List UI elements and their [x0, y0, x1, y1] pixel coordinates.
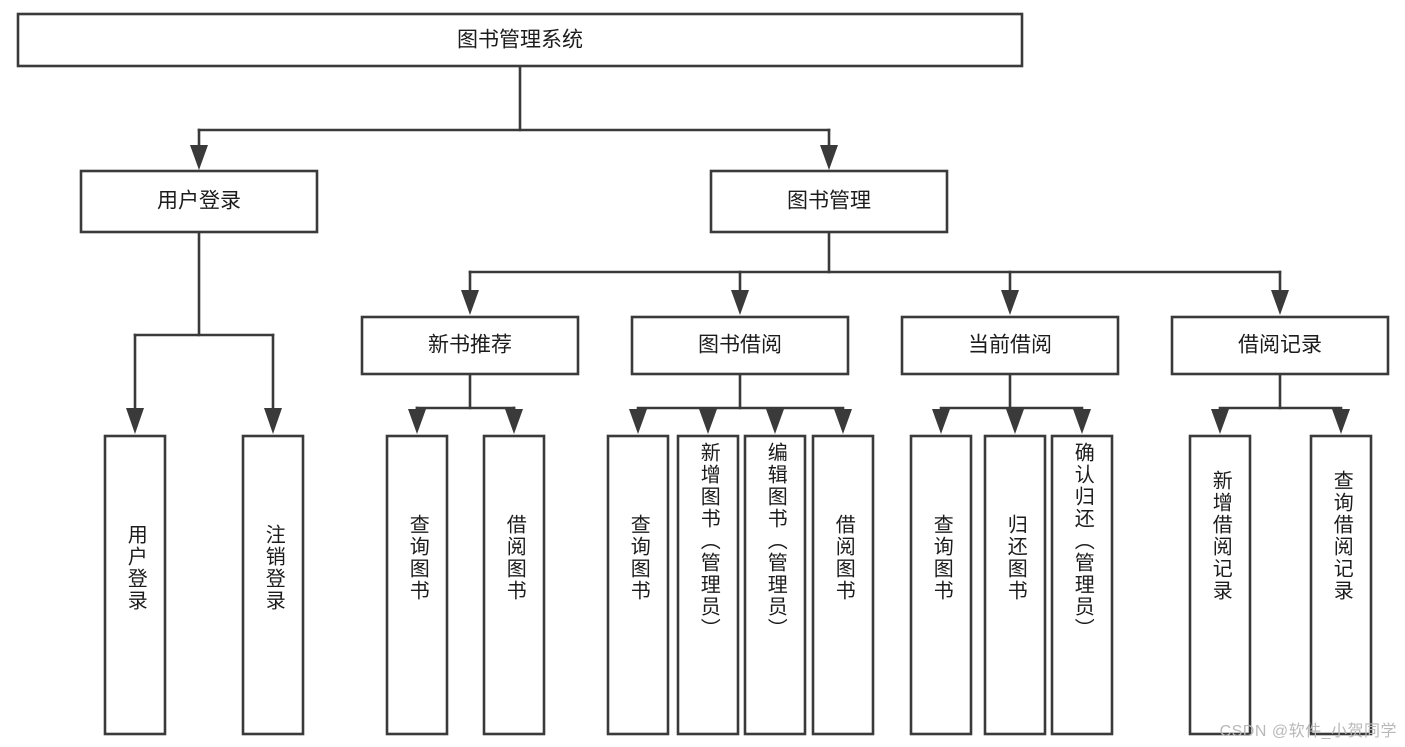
book-borrow-label: 图书借阅	[698, 334, 782, 357]
borrow-record-box[interactable]	[1170, 315, 1390, 376]
leaf-box-layer	[103, 434, 1373, 736]
arrow-to-borrow-record	[1271, 290, 1289, 315]
leaf-box-confirm-return[interactable]	[1050, 434, 1114, 736]
node-book-borrow[interactable]: 图书借阅	[630, 315, 850, 376]
user-login-box[interactable]	[79, 169, 319, 234]
new-book-recommend-box[interactable]	[360, 315, 580, 376]
leaf-box-query-book-1[interactable]	[385, 434, 449, 736]
current-borrow-box[interactable]	[900, 315, 1120, 376]
arrow-to-leaf-query-book-2	[629, 409, 647, 434]
borrow-record-label: 借阅记录	[1238, 334, 1322, 357]
leaf-box-query-book-2[interactable]	[606, 434, 670, 736]
leaf-box-add-book[interactable]	[676, 434, 740, 736]
leaf-box-return-book[interactable]	[983, 434, 1047, 736]
arrow-to-leaf-confirm-return	[1073, 409, 1091, 434]
arrow-to-leaf-borrow-book-2	[834, 409, 852, 434]
arrow-to-leaf-add-record	[1211, 409, 1229, 434]
arrow-to-leaf-query-book-1	[408, 409, 426, 434]
leaf-box-query-book-3[interactable]	[909, 434, 973, 736]
book-management-label: 图书管理	[787, 190, 871, 213]
root-box[interactable]	[16, 12, 1024, 68]
leaf-box-add-record[interactable]	[1188, 434, 1252, 736]
node-book-management[interactable]: 图书管理	[709, 169, 949, 234]
arrow-to-leaf-add-book	[699, 409, 717, 434]
arrow-to-user-login	[190, 145, 208, 170]
arrow-to-book-mgmt	[820, 145, 838, 170]
arrow-to-leaf-logout	[264, 408, 282, 434]
leaf-box-borrow-book-2[interactable]	[811, 434, 875, 736]
arrow-to-current-borrow	[1001, 290, 1019, 315]
node-user-login[interactable]: 用户登录	[79, 169, 319, 234]
leaf-box-edit-book[interactable]	[743, 434, 807, 736]
arrow-to-leaf-user-login	[126, 408, 144, 434]
leaf-box-borrow-book-1[interactable]	[482, 434, 546, 736]
arrow-to-leaf-query-record	[1332, 409, 1350, 434]
root-label: 图书管理系统	[457, 29, 583, 52]
leaf-box-logout[interactable]	[241, 434, 305, 736]
book-borrow-box[interactable]	[630, 315, 850, 376]
new-book-recommend-label: 新书推荐	[428, 334, 512, 357]
arrow-to-book-borrow	[731, 290, 749, 315]
connector-layer	[126, 64, 1350, 434]
arrow-to-leaf-return-book	[1006, 409, 1024, 434]
leaf-box-query-record[interactable]	[1309, 434, 1373, 736]
arrow-to-leaf-query-book-3	[932, 409, 950, 434]
leaf-box-user-login[interactable]	[103, 434, 167, 736]
user-login-label: 用户登录	[157, 190, 241, 213]
arrow-to-leaf-borrow-book-1	[505, 409, 523, 434]
node-current-borrow[interactable]: 当前借阅	[900, 315, 1120, 376]
book-management-box[interactable]	[709, 169, 949, 234]
arrow-to-leaf-edit-book	[766, 409, 784, 434]
current-borrow-label: 当前借阅	[968, 334, 1052, 357]
node-new-book-recommend[interactable]: 新书推荐	[360, 315, 580, 376]
node-root-book-management-system[interactable]: 图书管理系统	[16, 12, 1024, 68]
node-borrow-record[interactable]: 借阅记录	[1170, 315, 1390, 376]
arrow-to-new-book-recommend	[461, 290, 479, 315]
